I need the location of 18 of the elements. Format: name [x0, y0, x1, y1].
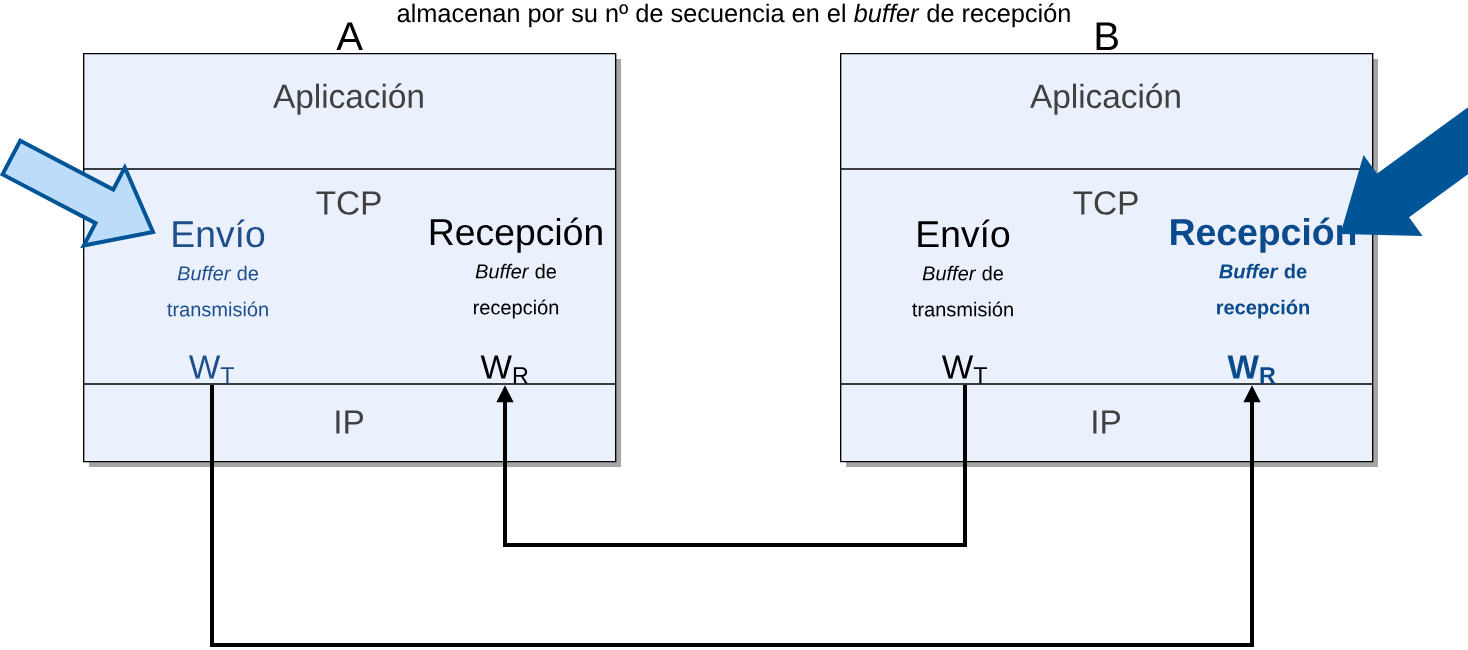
layer-label: Aplicación: [1030, 83, 1180, 115]
buffer-label: Recepción Buffer de recepción: [430, 217, 602, 319]
layer-label: TCP: [316, 191, 381, 215]
window-label: W$_{R}$: [1227, 355, 1276, 384]
layer-label: IP: [1093, 410, 1120, 434]
buffer-label: Envío Buffer de transmisión: [167, 219, 268, 317]
layer-label: TCP: [1073, 191, 1138, 215]
connector-arrow: [496, 385, 967, 547]
node-label: B: [1096, 22, 1118, 51]
window-label: W$_{T}$: [188, 355, 234, 384]
layer-label: IP: [336, 410, 363, 434]
buffer-label: Envío Buffer de transmisión: [912, 219, 1013, 317]
layer-label: Aplicación: [273, 83, 423, 115]
window-label: W$_{R}$: [480, 355, 528, 384]
buffer-label: Recepción Buffer de recepción: [1171, 217, 1356, 319]
node-label: A: [336, 22, 363, 51]
heading-text: almacenan por su nº de secuencia en el buffer de recepción: [397, 3, 1070, 28]
window-label: W$_{T}$: [941, 355, 987, 384]
